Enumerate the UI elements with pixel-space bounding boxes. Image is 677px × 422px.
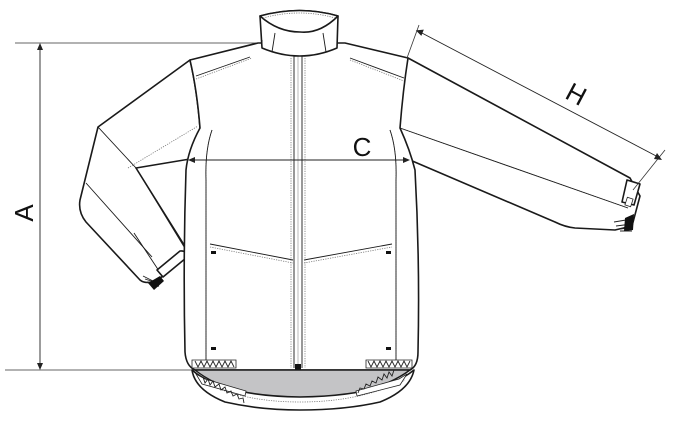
dimension-h-line [419, 31, 661, 159]
dimension-h-start-extension [406, 24, 420, 59]
hem-ribbing [191, 359, 413, 404]
left-cuff-ribbing [142, 275, 164, 290]
collar [259, 9, 339, 57]
dimension-c: C [188, 132, 410, 163]
arrow-right-icon [403, 157, 410, 163]
dimension-c-label: C [353, 132, 372, 162]
arrow-upleft-icon [415, 29, 424, 36]
dimension-h-label: H [561, 76, 592, 111]
dimension-a: A [5, 42, 258, 371]
arrow-down-icon [37, 363, 43, 370]
dimension-h: H [406, 24, 666, 191]
arrow-left-icon [188, 157, 195, 163]
arrow-up-icon [37, 43, 43, 50]
jacket-body [183, 30, 420, 371]
hem [191, 359, 415, 411]
arrow-downright-icon [654, 153, 662, 160]
left-sleeve [78, 59, 201, 290]
right-cuff-ribbing [613, 214, 634, 232]
dimension-h-end-extension [632, 149, 666, 191]
dimension-a-label: A [9, 204, 39, 222]
